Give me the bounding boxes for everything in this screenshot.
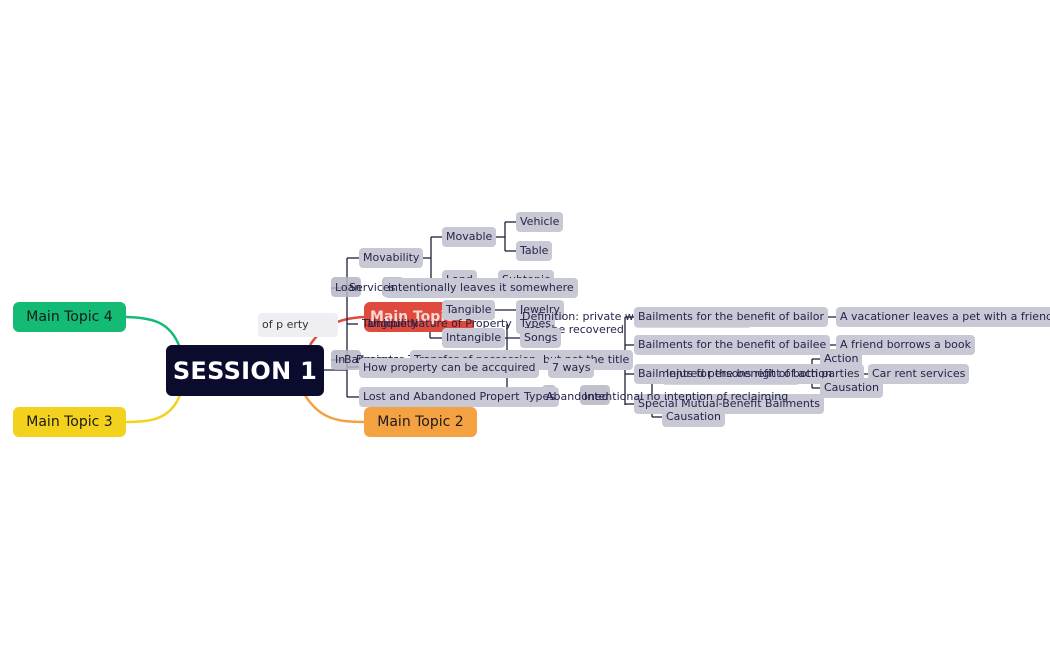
node-bailments-bailee[interactable]: Bailments for the benefit of bailee [634, 335, 831, 355]
node-vacationer[interactable]: A vacationer leaves a pet with a friend [836, 307, 1050, 327]
node-types-2[interactable]: Types [520, 387, 559, 407]
ghost-block [331, 350, 361, 370]
node-table[interactable]: Table [516, 241, 553, 261]
node-action[interactable]: Action [820, 349, 863, 369]
node-no-intention[interactable]: Intentional no intention of reclaiming [584, 390, 789, 403]
main-topic-4[interactable]: Main Topic 4 [13, 302, 126, 332]
stray-label[interactable]: of p erty [258, 313, 338, 337]
ghost-block [580, 385, 610, 405]
link-topic2 [303, 394, 365, 424]
node-bailments-bailor[interactable]: Bailments for the benefit of bailor [634, 307, 828, 327]
node-intentionally[interactable]: intentionally leaves it somewhere [384, 278, 578, 298]
node-how-acquired[interactable]: How property can be accquired [359, 358, 540, 378]
node-movability[interactable]: Movability [359, 248, 424, 268]
node-tangible[interactable]: Tangible [442, 300, 496, 320]
node-vehicle[interactable]: Vehicle [516, 212, 564, 232]
node-movable[interactable]: Movable [442, 227, 497, 247]
node-injured[interactable]: Injured persons right of action [666, 367, 833, 380]
main-topic-3[interactable]: Main Topic 3 [13, 407, 126, 437]
node-friend-book[interactable]: A friend borrows a book [836, 335, 976, 355]
node-seven-ways[interactable]: 7 ways [548, 358, 595, 378]
node-intangible[interactable]: Intangible [442, 328, 506, 348]
node-in[interactable]: In [335, 353, 346, 366]
main-topic-2[interactable]: Main Topic 2 [364, 407, 477, 437]
node-songs[interactable]: Songs [520, 328, 562, 348]
node-abandoned[interactable]: Abandoned [546, 390, 609, 403]
node-lost-abandoned[interactable]: Lost and Abandoned Property [359, 387, 531, 407]
node-car-rent[interactable]: Car rent services [868, 364, 970, 384]
ghost-block [331, 277, 361, 297]
node-bailments-both[interactable]: Bailments for the benefit of both partie… [634, 364, 864, 384]
node-services[interactable]: Services [349, 281, 396, 294]
link-topic4 [125, 315, 182, 349]
link-topic3 [125, 394, 182, 424]
node-loan[interactable]: Loan [335, 281, 362, 294]
node-unique-nature[interactable]: Unique Nature of Property [368, 317, 512, 330]
central-topic[interactable]: SESSION 1 [166, 345, 324, 396]
node-causation-1[interactable]: Causation [820, 378, 883, 398]
node-tangibility[interactable]: Tangibility [362, 317, 418, 330]
node-causation-2[interactable]: Causation [662, 407, 725, 427]
